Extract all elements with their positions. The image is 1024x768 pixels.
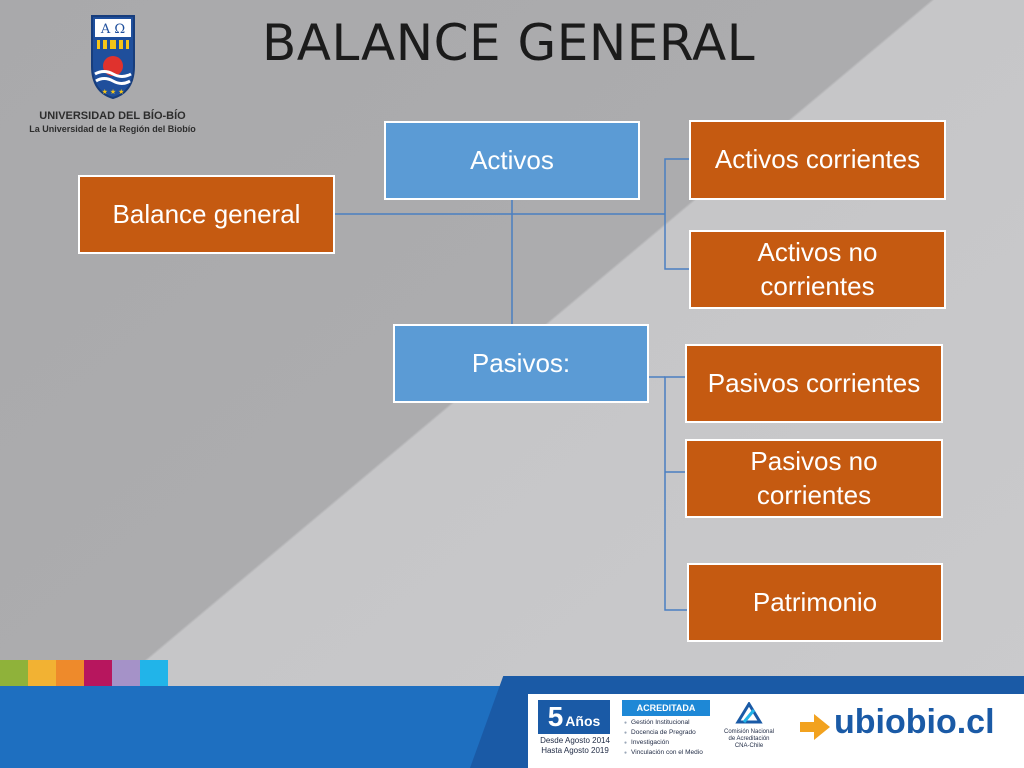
node-balance-general: Balance general (78, 175, 335, 254)
node-activos: Activos (384, 121, 640, 200)
university-name: UNIVERSIDAD DEL BÍO-BÍO (39, 110, 186, 122)
node-pasivos-no-corrientes: Pasivos no corrientes (685, 439, 943, 518)
area-item: Vinculación con el Medio (624, 748, 703, 758)
stripe-green (0, 660, 28, 688)
accreditation-areas: Gestión Institucional Docencia de Pregra… (624, 718, 703, 758)
years-word: Años (565, 713, 601, 729)
university-crest-icon: A Ω ★ ★ ★ (91, 15, 135, 100)
area-item: Investigación (624, 738, 703, 748)
cna-mark-icon (735, 701, 763, 724)
node-pasivos: Pasivos: (393, 324, 649, 403)
university-tagline: La Universidad de la Región del Biobío (29, 124, 196, 134)
accredited-label: ACREDITADA (622, 700, 710, 716)
university-logo: A Ω ★ ★ ★ UNIVERSIDAD DEL BÍO-BÍO La Uni… (10, 14, 215, 136)
connector-liabilities-bracket (664, 376, 687, 611)
cna-name-line2: de Acreditación (728, 736, 770, 742)
stripe-yellow (28, 660, 56, 688)
cna-name-line1: Comisión Nacional (723, 729, 775, 735)
years-to: Hasta Agosto 2019 (541, 746, 609, 755)
area-item: Gestión Institucional (624, 718, 703, 728)
stripe-cyan (140, 660, 168, 688)
node-patrimonio: Patrimonio (687, 563, 943, 642)
accreditation-years-badge: 5 Años (538, 700, 610, 734)
stripe-magenta (84, 660, 112, 688)
footer-accreditation-panel (528, 694, 1024, 768)
slide-title: BALANCE GENERAL (262, 14, 756, 72)
ubiobio-arrow-icon (800, 714, 830, 740)
connector-assets-bracket (664, 158, 689, 270)
svg-text:★ ★ ★: ★ ★ ★ (102, 88, 125, 96)
years-number: 5 (547, 701, 564, 732)
stripe-orange (56, 660, 84, 688)
cna-name-line3: CNA-Chile (734, 743, 764, 749)
color-stripes (0, 660, 168, 688)
node-activos-no-corrientes: Activos no corrientes (689, 230, 946, 309)
node-activos-corrientes: Activos corrientes (689, 120, 946, 200)
area-item: Docencia de Pregrado (624, 728, 703, 738)
node-pasivos-corrientes: Pasivos corrientes (685, 344, 943, 423)
stripe-lavender (112, 660, 140, 688)
svg-text:A Ω: A Ω (100, 22, 125, 37)
years-from: Desde Agosto 2014 (540, 736, 610, 745)
ubiobio-site-link[interactable]: ubiobio.cl (834, 703, 995, 741)
accreditation-dates: Desde Agosto 2014 Hasta Agosto 2019 (532, 736, 618, 756)
cna-logo: Comisión Nacional de Acreditación CNA-Ch… (718, 701, 780, 750)
